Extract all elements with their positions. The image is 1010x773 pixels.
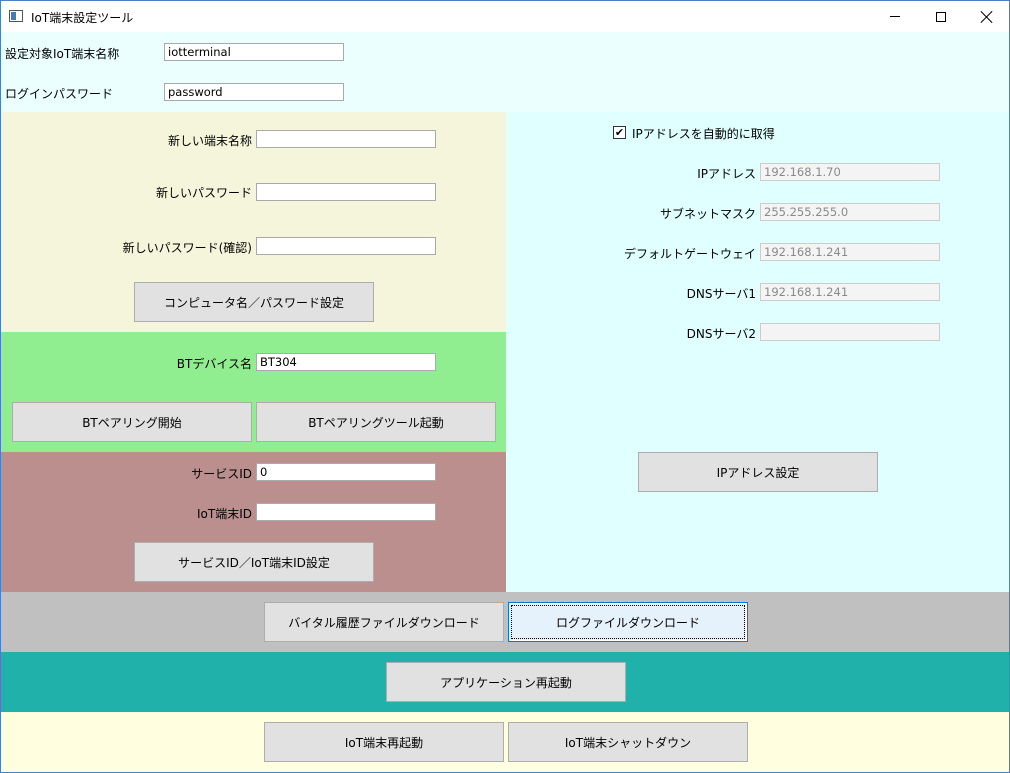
- minimize-icon: [890, 16, 900, 17]
- service-id-input[interactable]: [256, 463, 436, 481]
- terminal-id-input[interactable]: [256, 503, 436, 521]
- app-restart-panel: アプリケーション再起動: [1, 652, 1009, 712]
- auto-ip-label: IPアドレスを自動的に取得: [632, 127, 775, 141]
- subnet-label: サブネットマスク: [659, 207, 756, 221]
- gateway-input[interactable]: [760, 243, 940, 261]
- bt-device-label: BTデバイス名: [176, 357, 252, 371]
- download-panel: バイタル履歴ファイルダウンロード ログファイルダウンロード: [1, 592, 1009, 652]
- window-title: IoT端末設定ツール: [31, 11, 134, 25]
- network-panel: ✔ IPアドレスを自動的に取得 IPアドレス サブネットマスク デフォルトゲート…: [506, 112, 1009, 592]
- confirm-password-input[interactable]: [256, 237, 436, 255]
- ip-label: IPアドレス: [697, 167, 756, 181]
- title-bar: IoT端末設定ツール: [1, 1, 1009, 32]
- device-restart-button[interactable]: IoT端末再起動: [264, 722, 504, 762]
- set-ip-button[interactable]: IPアドレス設定: [638, 452, 878, 492]
- terminal-id-label: IoT端末ID: [197, 507, 252, 521]
- dns2-input[interactable]: [760, 323, 940, 341]
- dns2-label: DNSサーバ2: [686, 327, 756, 341]
- dns1-label: DNSサーバ1: [686, 287, 756, 301]
- gateway-label: デフォルトゲートウェイ: [623, 247, 756, 261]
- device-shutdown-button[interactable]: IoT端末シャットダウン: [508, 722, 748, 762]
- vital-history-download-button[interactable]: バイタル履歴ファイルダウンロード: [264, 602, 504, 642]
- target-name-input[interactable]: [164, 43, 344, 61]
- target-name-label: 設定対象IoT端末名称: [5, 47, 120, 61]
- login-password-label: ログインパスワード: [5, 87, 114, 101]
- set-name-password-button[interactable]: コンピュータ名／パスワード設定: [134, 282, 374, 322]
- service-id-label: サービスID: [191, 467, 252, 481]
- service-panel: サービスID IoT端末ID サービスID／IoT端末ID設定: [1, 452, 506, 592]
- bt-pair-tool-button[interactable]: BTペアリングツール起動: [256, 402, 496, 442]
- app-restart-button[interactable]: アプリケーション再起動: [386, 662, 626, 702]
- close-icon: [981, 11, 993, 23]
- close-button[interactable]: [964, 1, 1009, 32]
- log-download-button[interactable]: ログファイルダウンロード: [508, 602, 748, 642]
- login-password-input[interactable]: [164, 83, 344, 101]
- set-service-id-button[interactable]: サービスID／IoT端末ID設定: [134, 542, 374, 582]
- ip-input[interactable]: [760, 163, 940, 181]
- maximize-icon: [936, 11, 946, 22]
- confirm-password-label: 新しいパスワード(確認): [122, 241, 252, 255]
- target-panel: 設定対象IoT端末名称 ログインパスワード: [1, 32, 1009, 112]
- bt-pair-start-button[interactable]: BTペアリング開始: [12, 402, 252, 442]
- maximize-button[interactable]: [918, 1, 964, 32]
- dns1-input[interactable]: [760, 283, 940, 301]
- subnet-input[interactable]: [760, 203, 940, 221]
- minimize-button[interactable]: [872, 1, 918, 32]
- bluetooth-panel: BTデバイス名 BTペアリング開始 BTペアリングツール起動: [1, 332, 506, 452]
- auto-ip-checkbox[interactable]: ✔: [613, 126, 626, 139]
- new-name-label: 新しい端末名称: [167, 134, 252, 148]
- new-password-label: 新しいパスワード: [155, 186, 252, 200]
- bt-device-input[interactable]: [256, 353, 436, 371]
- account-panel: 新しい端末名称 新しいパスワード 新しいパスワード(確認) コンピュータ名／パス…: [1, 112, 506, 332]
- app-icon: [9, 10, 23, 22]
- checkmark-icon: ✔: [614, 126, 625, 139]
- new-name-input[interactable]: [256, 130, 436, 148]
- new-password-input[interactable]: [256, 183, 436, 201]
- device-panel: IoT端末再起動 IoT端末シャットダウン: [1, 712, 1009, 772]
